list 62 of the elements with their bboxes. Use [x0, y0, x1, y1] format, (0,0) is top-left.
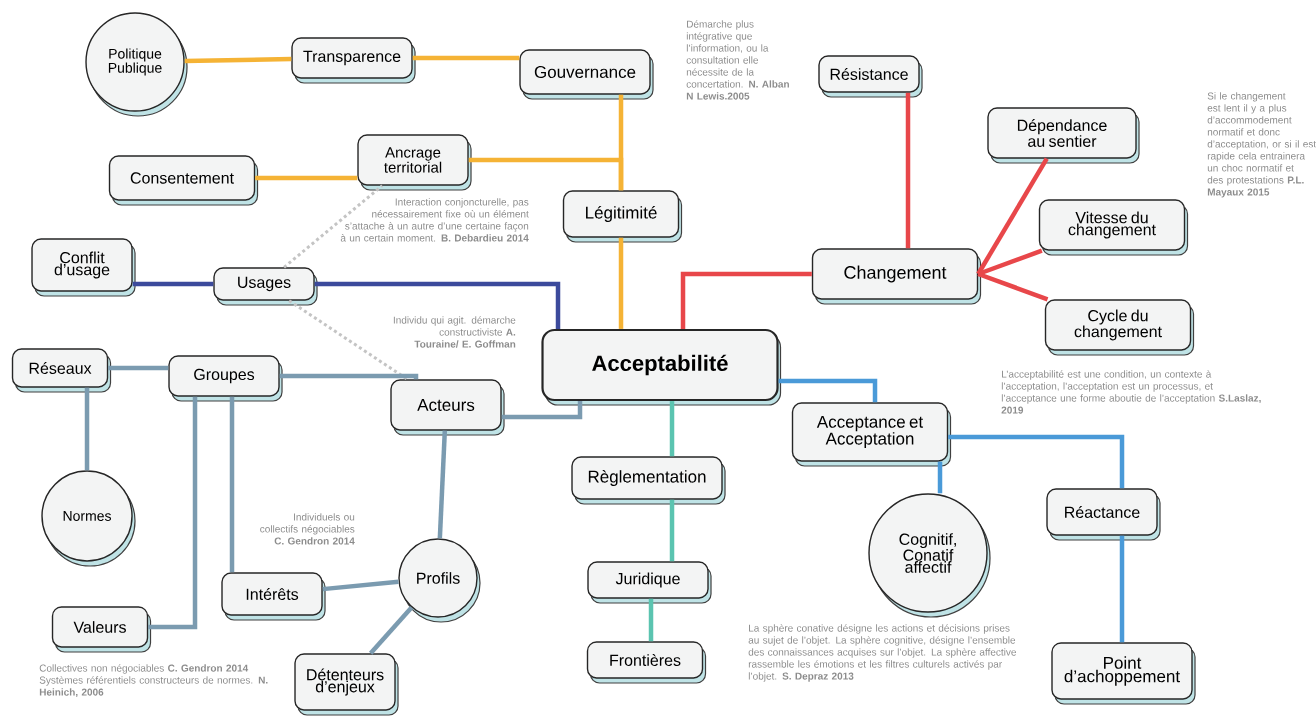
- concept-box: Valeurs: [51, 606, 152, 653]
- concept-box: Règlementation: [571, 456, 726, 505]
- concept-box: Changement: [811, 248, 982, 305]
- concept-box: Consentement: [108, 155, 259, 206]
- concept-box: Cycle du changement: [1044, 299, 1195, 356]
- concept-box: Réseaux: [11, 348, 112, 393]
- connector-line: [148, 396, 198, 630]
- connector-line: [501, 401, 583, 420]
- connector-line: [108, 365, 169, 371]
- concept-box: Réactance: [1046, 488, 1161, 541]
- concept-box: Groupes: [168, 355, 283, 402]
- concept-box: Gouvernance: [519, 49, 654, 100]
- central-box: Acceptabilité: [541, 328, 782, 406]
- note-text: Si le changement est lent il y a plus d’accommodement normatif et donc d’acceptation, or si il est rapide cela entrainera un choc normatif et des protestations P.L. Mayaux 2015: [1207, 92, 1316, 198]
- connector-line: [288, 299, 409, 381]
- concept-box: Ancrage territorial: [357, 134, 472, 191]
- connector-line: [948, 434, 1125, 489]
- connector-line: [905, 92, 911, 249]
- connector-line: [184, 56, 292, 64]
- connector-line: [468, 157, 624, 191]
- connector-line: [437, 430, 448, 539]
- concept-box: Frontières: [586, 641, 707, 684]
- connector-line: [369, 606, 414, 655]
- connector-line: [680, 271, 812, 329]
- concept-box: Conflit d’usage: [31, 238, 136, 297]
- connector-line: [669, 499, 675, 562]
- note-text: Individu qui agit. démarche constructiviste A. Touraine/ E. Goffman: [393, 316, 516, 348]
- concept-box: Point d’achoppement: [1051, 642, 1196, 705]
- note-text: La sphère conative désigne les actions et décisions prises au sujet de l’objet. La sphère cognitive, désigne l’ensemble des connaissances acquises sur l’objet. La sphère affective rassemble les émotions et les filtres culturels activés par l’objet. S. Depraz 2013: [748, 624, 1016, 682]
- connector-line: [977, 271, 1049, 302]
- connector-line: [322, 579, 399, 592]
- connector-line: [937, 461, 943, 494]
- connector-line: [229, 396, 235, 573]
- concept-box: Intérêts: [221, 572, 326, 621]
- concept-box: Vitesse du changement: [1038, 199, 1189, 256]
- concept-box: Acceptance et Acceptation: [791, 402, 952, 467]
- concept-box: Juridique: [587, 561, 712, 604]
- concept-box: Dépendance au sentier: [987, 107, 1140, 164]
- connector-line: [669, 401, 675, 457]
- connector-line: [279, 373, 419, 380]
- note-text: Collectives non négociables C. Gendron 2014 Systèmes référentiels constructeurs de normes. N. Heinich, 2006: [39, 664, 268, 698]
- concept-box: Résistance: [818, 55, 923, 98]
- concept-box: Légitimité: [562, 190, 683, 243]
- connector-line: [255, 175, 358, 181]
- connector-line: [132, 281, 214, 287]
- concept-box: Usages: [213, 267, 318, 306]
- connector-line: [314, 281, 561, 329]
- connector-line: [618, 237, 624, 329]
- connector-line: [1119, 535, 1125, 643]
- connector-line: [976, 157, 1049, 276]
- connector-line: [778, 378, 878, 403]
- connector-line: [648, 598, 654, 642]
- concept-box: Détenteurs d’enjeux: [294, 653, 399, 716]
- note-text: Démarche plus intégrative que l’information, ou la consultation elle nécessite de la concertation. N. Alban N Lewis.2005: [686, 20, 789, 100]
- connector-line: [283, 184, 384, 269]
- note-text: L’acceptabilité est une condition, un contexte à l’acceptation, l’acceptation est un processus, et l’acceptance une forme aboutie de l’acceptation S.Laslaz, 2019: [1001, 370, 1261, 414]
- concept-box: Acteurs: [390, 379, 505, 436]
- concept-box: Transparence: [291, 37, 416, 84]
- connector-line: [84, 387, 90, 471]
- note-text: Interaction conjoncturelle, pas nécessairement fixe où un élément s’attache à un autre d’une certaine façon à un certain moment. B. Debardieu 2014: [340, 198, 529, 242]
- note-text: Individuels ou collectifs négociables C. Gendron 2014: [260, 513, 355, 545]
- connector-line: [412, 55, 520, 61]
